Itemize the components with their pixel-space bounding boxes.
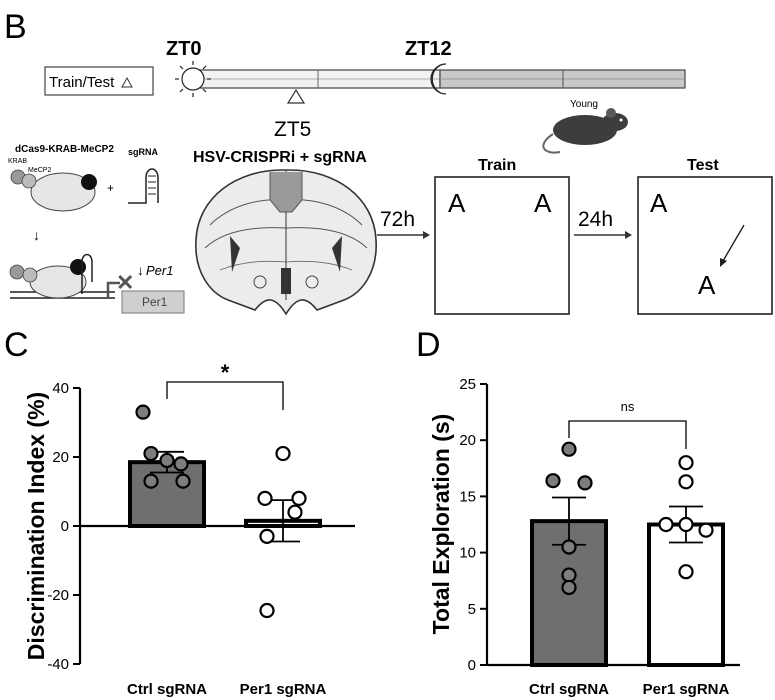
legend-box (44, 66, 154, 96)
sgrna-label: sgRNA (128, 147, 159, 157)
legend-label: Train/Test (49, 74, 115, 91)
data-point (143, 473, 159, 489)
data-point (257, 490, 273, 506)
data-point (561, 539, 577, 555)
data-point (678, 564, 694, 580)
repression-x-icon: ✕ (116, 270, 134, 295)
test-label: Test (687, 157, 719, 174)
data-point (287, 504, 303, 520)
panel-d-letter: D (416, 326, 441, 364)
y-tick-label: 25 (459, 376, 476, 393)
data-point (259, 528, 275, 544)
arrow-24h-head-icon (625, 231, 632, 239)
y-tick-label: 0 (61, 518, 69, 535)
zt0-label: ZT0 (166, 38, 202, 60)
dcas9-cloud-icon (10, 169, 97, 212)
x-category-label: Per1 sgRNA (643, 681, 730, 698)
y-tick-label: 5 (468, 601, 476, 618)
test-arena (637, 176, 773, 315)
x-category-label: Ctrl sgRNA (127, 681, 207, 698)
mouse-icon (542, 108, 628, 154)
data-point (561, 567, 577, 583)
data-point (658, 516, 674, 533)
triangle-icon (121, 76, 133, 88)
significance-bracket (568, 420, 687, 449)
test-object-familiar: A (650, 188, 668, 218)
x-category-label: Ctrl sgRNA (529, 681, 609, 698)
data-point (678, 516, 694, 533)
train-object-a2: A (534, 188, 552, 218)
panel-b-letter: B (4, 8, 27, 46)
panel-c: C Discrimination Index (%) -40 -20 0 20 40Ct… (4, 326, 355, 698)
data-point (143, 445, 159, 462)
y-tick-label: -40 (47, 656, 69, 673)
data-point (175, 473, 191, 489)
y-tick-label: 20 (459, 432, 476, 449)
brain-section-icon (195, 169, 377, 316)
per1-gene-label: Per1 (142, 295, 168, 309)
train-object-a1: A (448, 188, 466, 218)
data-point (678, 455, 694, 471)
y-tick-label: 10 (459, 545, 476, 562)
mecp2-label: MeCP2 (28, 167, 51, 174)
bound-complex-icon (9, 253, 120, 299)
chart-d-ylabel: Total Exploration (s) (428, 414, 454, 635)
young-label: Young (570, 99, 598, 110)
zt5-triangle-icon (286, 88, 306, 104)
delay-24h-label: 24h (578, 208, 613, 231)
y-tick-label: 0 (468, 657, 476, 674)
chart-c-ylabel: Discrimination Index (%) (23, 392, 49, 660)
train-label: Train (478, 157, 516, 174)
arrow-72h-head-icon (423, 231, 430, 239)
data-point (275, 445, 291, 462)
crispri-schematic: dCas9-KRAB-MeCP2 KRAB MeCP2 sgRNA + ↓ (8, 144, 185, 314)
data-point (159, 452, 175, 469)
test-object-moved: A (698, 270, 716, 300)
data-point (259, 602, 275, 619)
data-point (678, 474, 694, 490)
zt5-label: ZT5 (274, 118, 311, 141)
data-point (173, 456, 189, 472)
data-point (135, 404, 151, 420)
krab-label: KRAB (8, 158, 27, 165)
significance-label: ns (621, 399, 635, 414)
bar-per1 (647, 522, 725, 667)
displacement-arrow (722, 224, 745, 262)
data-point (561, 441, 577, 457)
y-tick-label: 40 (52, 380, 69, 397)
panel-c-letter: C (4, 326, 29, 364)
plus-sign: + (107, 181, 114, 195)
per1-gene-box (121, 290, 185, 314)
x-category-label: Per1 sgRNA (240, 681, 327, 698)
light-dark-timeline (194, 69, 686, 89)
train-test-legend: Train/Test (44, 66, 154, 96)
train-arena (434, 176, 570, 315)
dcas9-label: dCas9-KRAB-MeCP2 (15, 144, 114, 155)
down-arrow-icon: ↓ (33, 227, 40, 243)
repression-arrow-icon: ↓ (137, 262, 144, 278)
data-point (698, 522, 714, 538)
significance-label: * (221, 360, 230, 385)
per1-repressed-label: Per1 (146, 263, 173, 278)
moon-icon (430, 63, 447, 95)
data-point (577, 475, 593, 491)
data-point (545, 473, 561, 489)
sun-icon (175, 61, 211, 97)
panel-b: B ZT0 ZT12 Train/Test (4, 8, 773, 316)
zt12-label: ZT12 (405, 38, 452, 60)
data-point (291, 490, 307, 506)
displacement-arrow-head-icon (720, 258, 727, 267)
y-tick-label: -20 (47, 587, 69, 604)
data-point (561, 579, 577, 596)
delay-72h-label: 72h (380, 208, 415, 231)
y-tick-label: 20 (52, 449, 69, 466)
sgrna-hairpin-icon (128, 168, 159, 204)
hsv-label: HSV-CRISPRi + sgRNA (193, 149, 367, 166)
y-tick-label: 15 (459, 488, 476, 505)
significance-bracket (166, 381, 284, 410)
